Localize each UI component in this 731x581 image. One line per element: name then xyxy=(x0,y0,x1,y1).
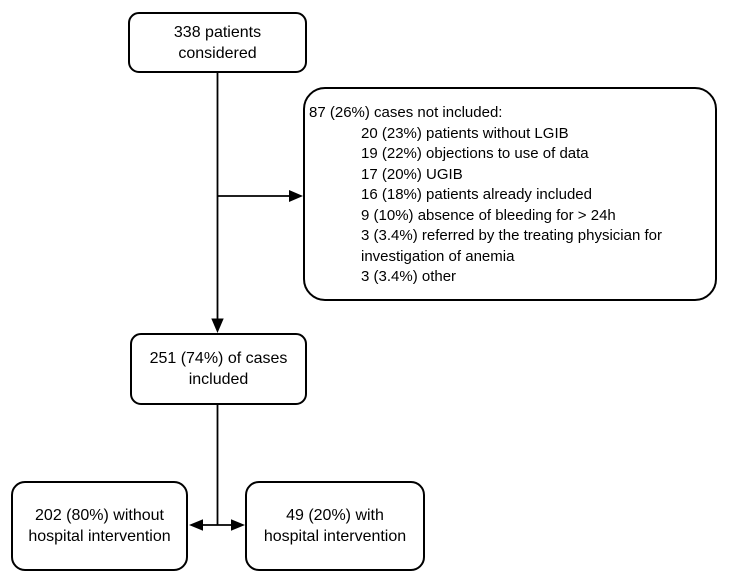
box-patients-considered: 338 patients considered xyxy=(128,12,307,73)
patients-considered-line1: 338 patients xyxy=(173,23,262,41)
exclusion-item: 3 (3.4%) referred by the treating physic… xyxy=(361,227,662,244)
exclusion-item: 20 (23%) patients without LGIB xyxy=(361,124,569,142)
arrow-considered-to-included xyxy=(211,73,224,333)
exclusion-item: 16 (18%) patients already included xyxy=(361,186,592,203)
cases-included-line2: included xyxy=(188,371,249,388)
arrow-to-exclusions xyxy=(217,190,303,202)
without-intervention-line2: hospital intervention xyxy=(28,528,171,545)
exclusion-item-continuation: investigation of anemia xyxy=(361,247,515,265)
exclusion-item: 19 (22%) objections to use of data xyxy=(361,145,589,162)
box-cases-included: 251 (74%) of cases included xyxy=(130,333,307,405)
arrow-double-between-outcomes xyxy=(189,519,245,531)
exclusion-item: 3 (3.4%) other xyxy=(361,268,457,285)
with-intervention-line1: 49 (20%) with xyxy=(286,507,384,524)
exclusion-item: 9 (10%) absence of bleeding for > 24h xyxy=(361,206,616,224)
patients-considered-line2: considered xyxy=(178,44,257,62)
box-with-hospital-intervention: 49 (20%) with hospital intervention xyxy=(245,481,425,571)
without-intervention-line1: 202 (80%) without xyxy=(35,507,164,524)
box-cases-not-included: 87 (26%) cases not included: 20 (23%) pa… xyxy=(303,87,717,301)
with-intervention-line2: hospital intervention xyxy=(263,528,407,545)
box-without-hospital-intervention: 202 (80%) without hospital intervention xyxy=(11,481,188,571)
cases-included-line1: 251 (74%) of cases xyxy=(149,350,288,367)
exclusions-heading: 87 (26%) cases not included: xyxy=(309,104,503,121)
exclusion-item: 17 (20%) UGIB xyxy=(361,165,463,183)
